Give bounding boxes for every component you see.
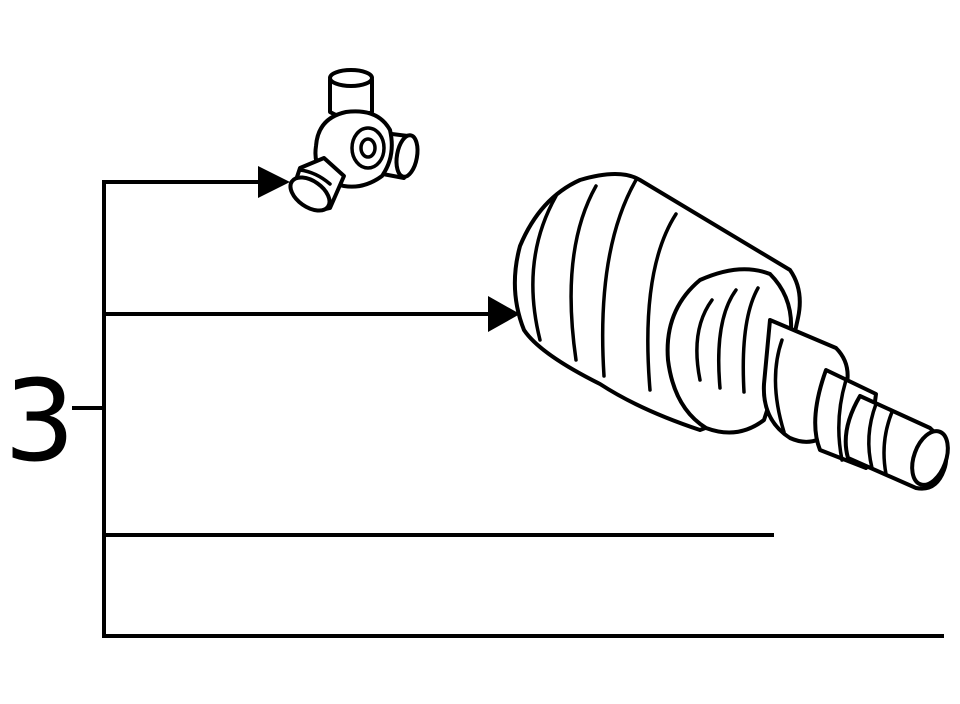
arrowhead-housing [488,296,520,332]
callout-number: 3 [4,357,75,487]
cv-joint-housing-icon [512,172,950,491]
tripod-joint-icon [288,68,420,213]
leader-lines [72,166,944,638]
arrowhead-tripod [258,166,290,198]
